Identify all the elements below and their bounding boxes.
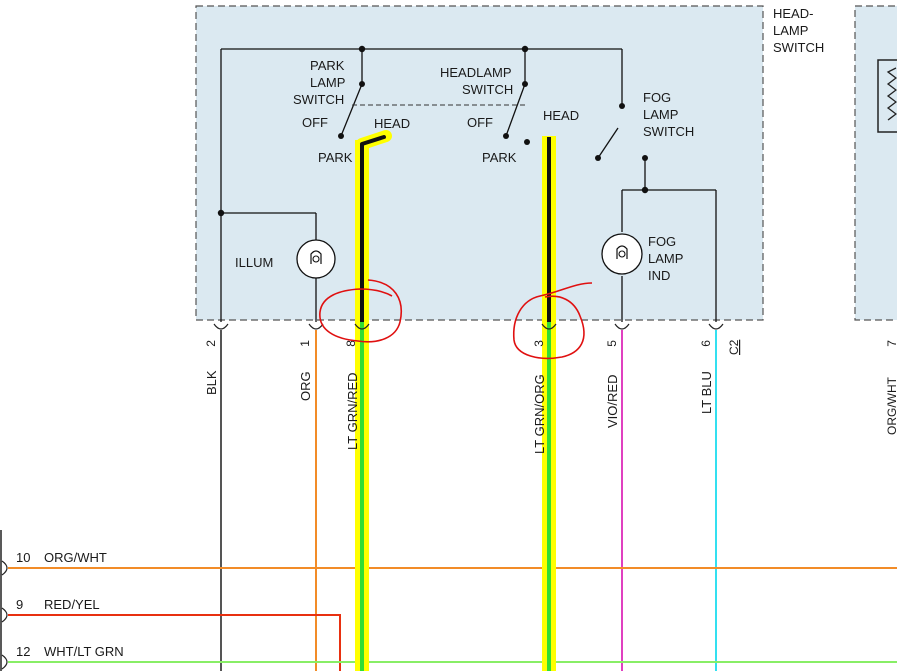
pin-terminal-icon <box>541 323 557 330</box>
wire-red-yel <box>8 614 341 671</box>
park-lamp-switch-line2: LAMP <box>310 75 345 90</box>
connector-label: C2 <box>727 339 741 355</box>
park-lamp-switch-line1: PARK <box>310 58 345 73</box>
wire-color-label: VIO/RED <box>605 375 620 428</box>
switch-title-line3: SWITCH <box>773 40 824 55</box>
wire-color-label: RED/YEL <box>44 597 100 612</box>
switch-title-line2: LAMP <box>773 23 808 38</box>
park-lamp-off-label: OFF <box>302 115 328 130</box>
headlamp-head-label: HEAD <box>543 108 579 123</box>
headlamp-park-label: PARK <box>482 150 517 165</box>
red-annotation-circle-pin8 <box>319 279 402 343</box>
park-lamp-park-label: PARK <box>318 150 353 165</box>
wire-color-label: LT GRN/RED <box>345 372 360 450</box>
bus-wire-row-12: 12 WHT/LT GRN <box>1 644 897 670</box>
headlamp-switch-housing <box>195 5 764 321</box>
contact-dots <box>217 45 649 217</box>
park-lamp-switch-line3: SWITCH <box>293 92 344 107</box>
wire-color-label: LT BLU <box>699 371 714 414</box>
bus-wire-row-9: 9 RED/YEL <box>1 597 341 671</box>
fog-lamp-ind-line1: FOG <box>648 234 676 249</box>
adjacent-component-symbol <box>877 59 897 133</box>
pin-number: 1 <box>298 340 312 347</box>
wire-color-label: ORG <box>298 371 313 401</box>
headlamp-switch-line2: SWITCH <box>462 82 513 97</box>
pin-terminal-icon <box>354 323 370 330</box>
park-lamp-head-label: HEAD <box>374 116 410 131</box>
pin-number: 6 <box>699 340 713 347</box>
connector-pin-1: 1 ORG <box>298 323 324 671</box>
fog-lamp-ind-line3: IND <box>648 268 670 283</box>
wire-color-label: BLK <box>204 370 219 395</box>
connector-pin-2: 2 BLK <box>204 323 229 671</box>
wire-color-label: ORG/WHT <box>885 376 897 435</box>
pin-number: 9 <box>16 597 23 612</box>
pin-terminal-icon <box>708 323 724 330</box>
pin-terminal-icon <box>1 654 8 670</box>
wire-color-label: WHT/LT GRN <box>44 644 124 659</box>
pin-terminal-icon <box>213 323 229 330</box>
illum-label: ILLUM <box>235 255 273 270</box>
switch-title-line1: HEAD- <box>773 6 813 21</box>
headlamp-off-label: OFF <box>467 115 493 130</box>
red-annotation-circle-pin3 <box>513 282 593 360</box>
wire-internal-black-bend <box>360 135 386 146</box>
resistor-zigzag <box>886 67 897 121</box>
pin-terminal-icon <box>1 607 8 623</box>
illum-lamp-icon <box>296 239 336 279</box>
bus-wire-row-10: 10 ORG/WHT <box>1 550 897 576</box>
pin-number: 3 <box>532 340 546 347</box>
pin-terminal-icon <box>308 323 324 330</box>
fog-lamp-indicator-icon <box>601 233 643 275</box>
pin-number: 5 <box>605 340 619 347</box>
pin-terminal-icon <box>1 560 8 576</box>
headlamp-switch-line1: HEADLAMP <box>440 65 512 80</box>
wire-color-label: LT GRN/ORG <box>532 374 547 454</box>
internal-circuit <box>220 48 717 322</box>
wire-color-label: ORG/WHT <box>44 550 107 565</box>
pin-terminal-icon <box>614 323 630 330</box>
fog-lamp-switch-line1: FOG <box>643 90 671 105</box>
connector-pin-5: 5 VIO/RED <box>605 323 630 671</box>
highlight-overlay <box>355 555 556 671</box>
pin-number: 2 <box>204 340 218 347</box>
pin-number: 12 <box>16 644 30 659</box>
fog-lamp-switch-line2: LAMP <box>643 107 678 122</box>
fog-lamp-ind-line2: LAMP <box>648 251 683 266</box>
pin-number: 8 <box>344 340 358 347</box>
pin-number: 7 <box>885 340 897 347</box>
pin-number: 10 <box>16 550 30 565</box>
fog-lamp-switch-line3: SWITCH <box>643 124 694 139</box>
connector-pin-7: 7 ORG/WHT <box>885 340 897 435</box>
connector-pin-6: 6 LT BLU <box>699 323 724 671</box>
adjacent-component-housing <box>854 5 897 321</box>
